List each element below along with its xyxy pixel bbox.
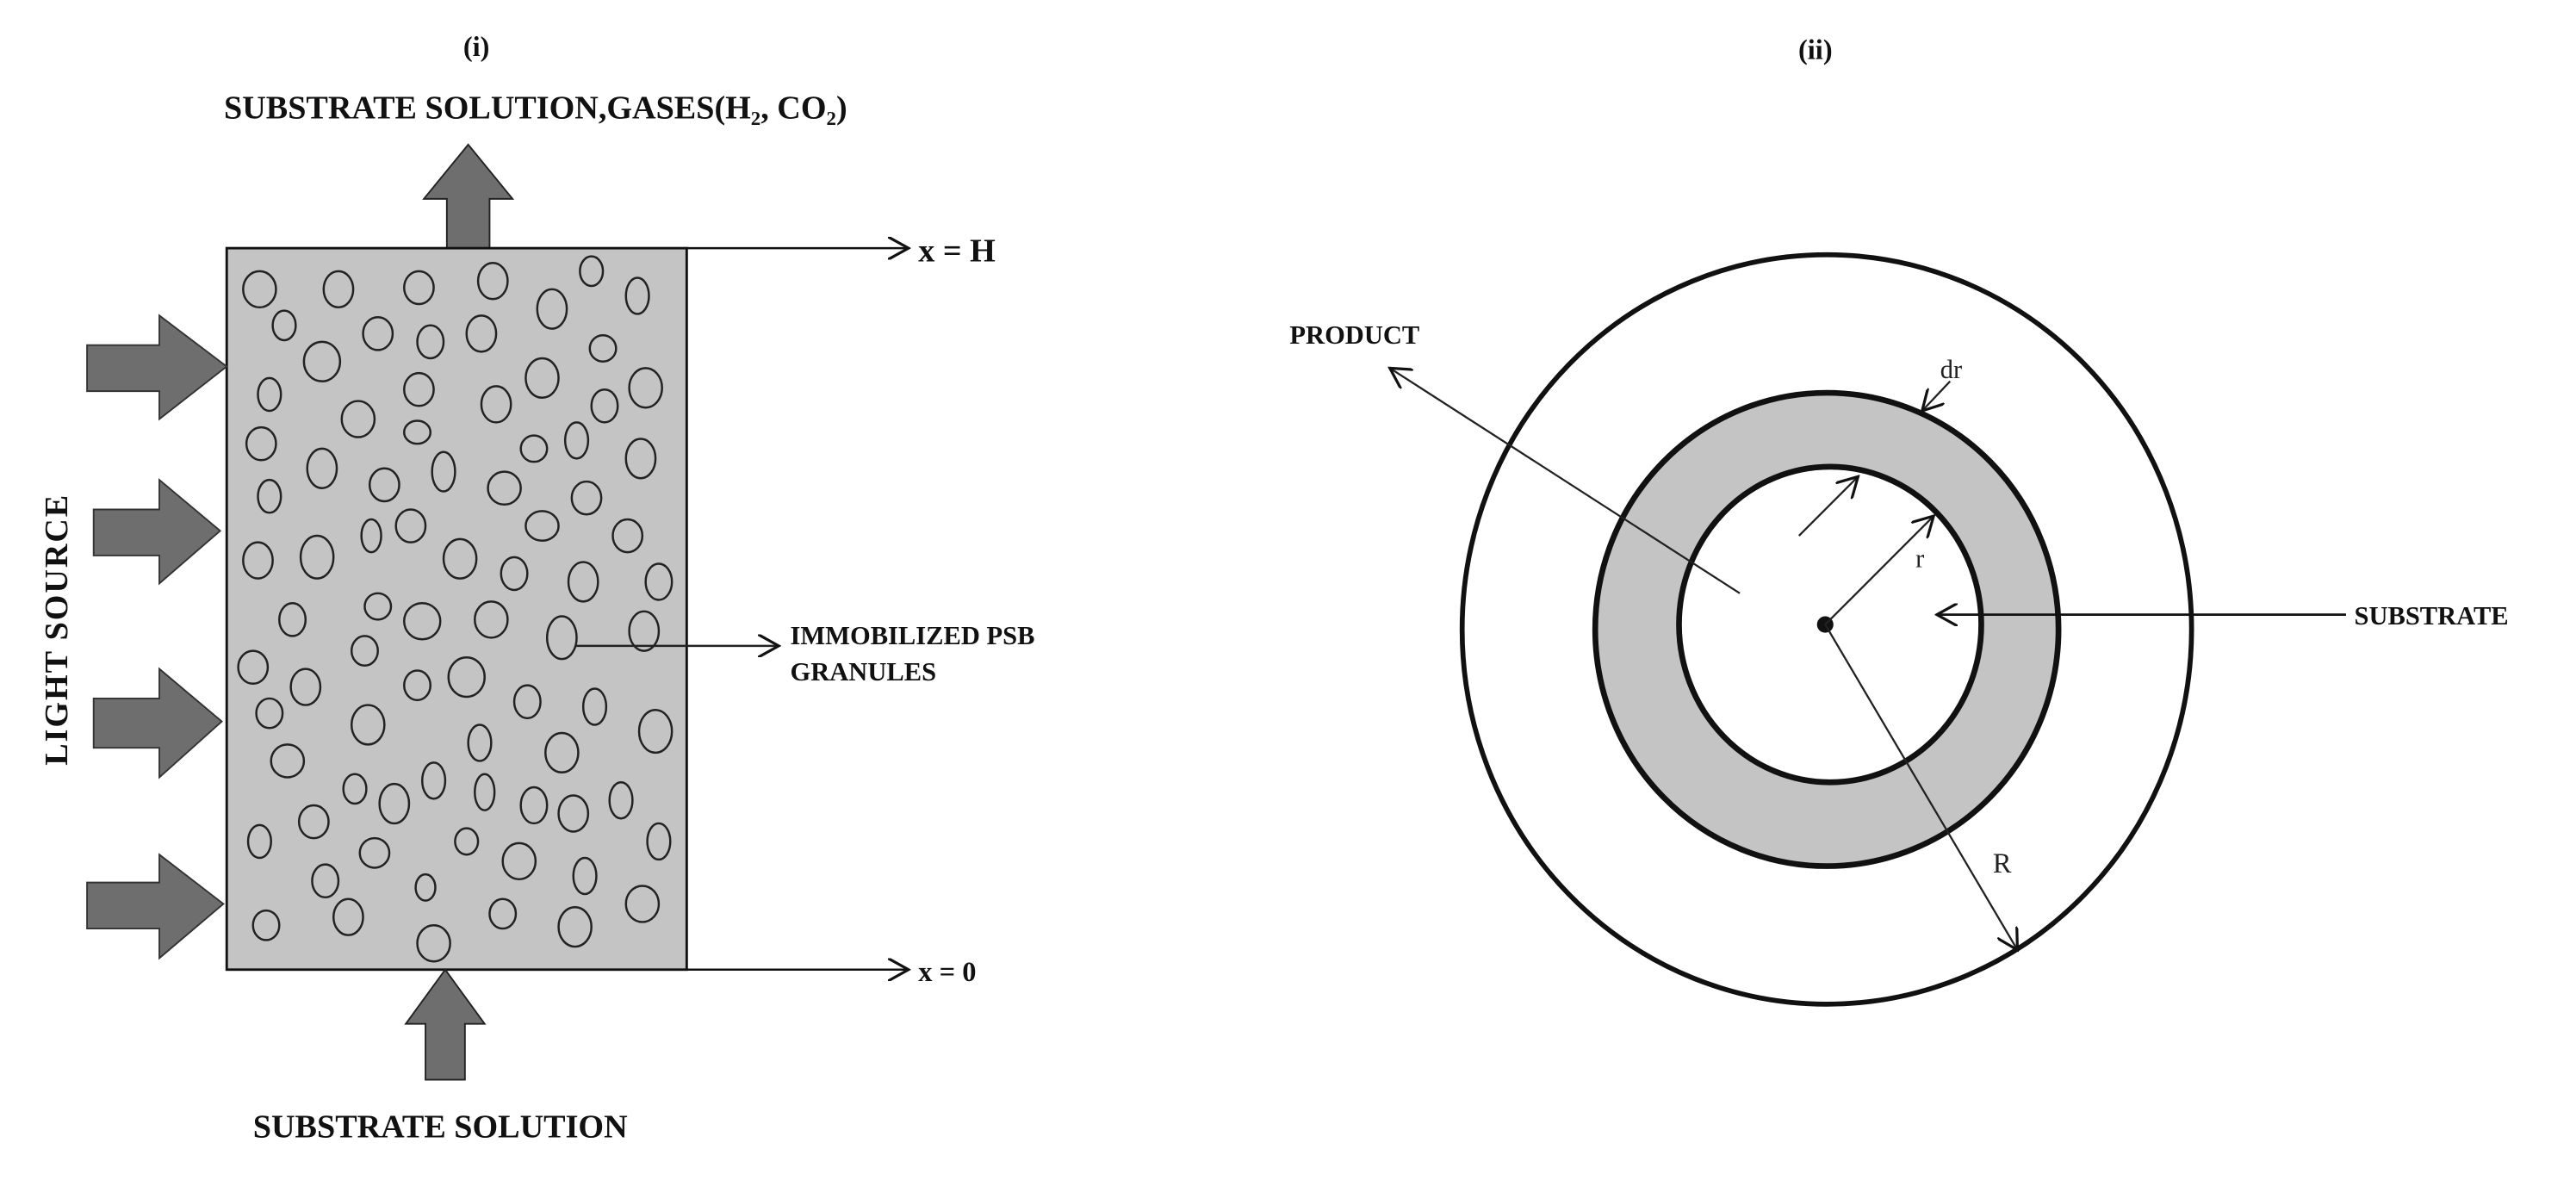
x-H-label: x = H — [918, 233, 996, 269]
diffusion-arrow — [1797, 476, 1859, 537]
input-arrow-icon — [404, 968, 487, 1081]
x-0-label: x = 0 — [918, 957, 976, 988]
r-radius-line — [1824, 516, 1934, 625]
product-arrow — [1390, 368, 1741, 594]
panel-ii: (ii) R r dr PRODUCT SUBSTRATE — [1289, 35, 2509, 1007]
bottom-input-label: SUBSTRATE SOLUTION — [253, 1109, 628, 1145]
granules-label-line1: IMMOBILIZED PSB — [791, 621, 1035, 650]
light-arrow-icon — [86, 314, 228, 421]
light-source-label: LIGHT SOURCE — [39, 494, 75, 766]
light-arrows — [86, 314, 228, 960]
light-arrow-icon — [86, 853, 225, 960]
R-radius-line — [1824, 624, 2017, 950]
top-output-label: SUBSTRATE SOLUTION,GASES(H₂, CO₂) — [224, 90, 847, 126]
panel-i: (i) SUBSTRATE SOLUTION,GASES(H₂, CO₂) — [39, 32, 1034, 1146]
output-arrow-icon — [422, 143, 515, 250]
r-label: r — [1915, 543, 1924, 573]
light-arrow-icon — [92, 667, 223, 779]
light-arrow-icon — [92, 478, 222, 586]
R-label: R — [1993, 848, 2012, 879]
dr-pointer — [1922, 380, 1952, 411]
panel-i-label: (i) — [463, 32, 490, 63]
product-label: PRODUCT — [1289, 320, 1419, 350]
substrate-label: SUBSTRATE — [2354, 601, 2508, 630]
packed-bed — [225, 246, 688, 972]
granules-label-line2: GRANULES — [791, 657, 937, 686]
dr-label: dr — [1940, 355, 1962, 384]
panel-ii-label: (ii) — [1798, 35, 1833, 66]
granules — [237, 255, 673, 963]
